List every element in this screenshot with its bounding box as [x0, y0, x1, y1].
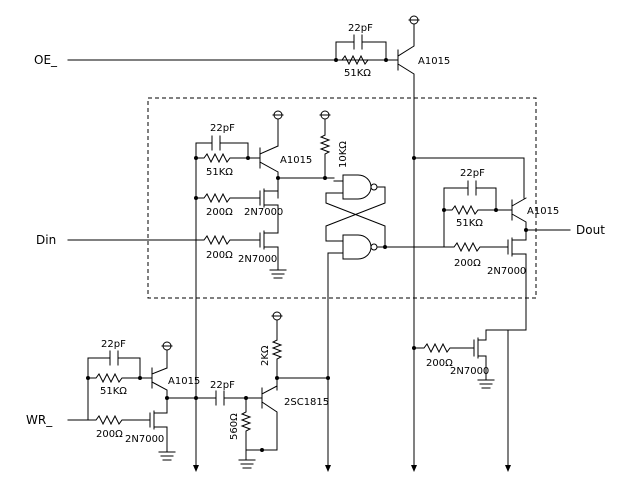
oe-signal-label: OE_: [34, 53, 58, 67]
dout-signal-label: Dout: [576, 223, 605, 237]
oe-res-label: 51KΩ: [344, 68, 371, 79]
npn-transistor-label: 2SC1815: [284, 397, 329, 408]
dout-res-g-label: 200Ω: [454, 258, 481, 269]
dout-transistor-label: A1015: [527, 206, 559, 217]
din-signal-label: Din: [36, 233, 56, 247]
power-symbol-pullup: [319, 110, 331, 136]
power-symbol-in: [272, 110, 284, 147]
nand-latch: 10KΩ: [319, 134, 445, 467]
wr-res-g-label: 200Ω: [96, 429, 123, 440]
din-res-a-label: 200Ω: [206, 207, 233, 218]
oe-transistor-label: A1015: [418, 56, 450, 67]
wr-transistor-label: A1015: [168, 376, 200, 387]
dout-output-stage: 22pF 51KΩ A1015 200Ω 2N7000: [412, 156, 571, 331]
pullup-res-label: 10KΩ: [338, 141, 349, 168]
bus-arrows: [193, 465, 511, 472]
din-res-fb-label: 51KΩ: [206, 167, 233, 178]
din-cap-label: 22pF: [210, 123, 235, 134]
wr-res-fb-label: 51KΩ: [100, 386, 127, 397]
din-input-stage: 22pF 51KΩ A1015 200Ω 2N7000 200Ω 2N7000: [67, 123, 335, 467]
power-symbol-npn: [271, 311, 283, 341]
wr-mosfet-label: 2N7000: [125, 434, 164, 445]
emit-res-label: 560Ω: [229, 413, 240, 440]
oe-cap-label: 22pF: [348, 23, 373, 34]
power-symbol-top: [408, 15, 420, 25]
low-side-switch: 200Ω 2N7000: [412, 329, 527, 467]
oe-pnp-stage: 22pF 51KΩ A1015: [67, 23, 450, 467]
couple-cap-label: 22pF: [210, 380, 235, 391]
wr-cap-label: 22pF: [101, 339, 126, 350]
din-transistor-label: A1015: [280, 155, 312, 166]
dout-mosfet-label: 2N7000: [487, 266, 526, 277]
wr-signal-label: WR_: [26, 413, 53, 427]
col-res-label: 2KΩ: [260, 345, 271, 366]
low-mosfet-label: 2N7000: [450, 366, 489, 377]
power-symbol-wr: [161, 341, 173, 369]
din-mosfet-b-label: 2N7000: [238, 254, 277, 265]
dout-res-fb-label: 51KΩ: [456, 218, 483, 229]
wr-stage: 22pF 51KΩ A1015 200Ω 2N7000 22pF: [67, 339, 263, 461]
dout-cap-label: 22pF: [460, 168, 485, 179]
low-res-label: 200Ω: [426, 358, 453, 369]
din-res-b-label: 200Ω: [206, 250, 233, 261]
npn-stage: 2KΩ 560Ω 2SC1815: [229, 339, 330, 469]
din-mosfet-a-label: 2N7000: [244, 207, 283, 218]
